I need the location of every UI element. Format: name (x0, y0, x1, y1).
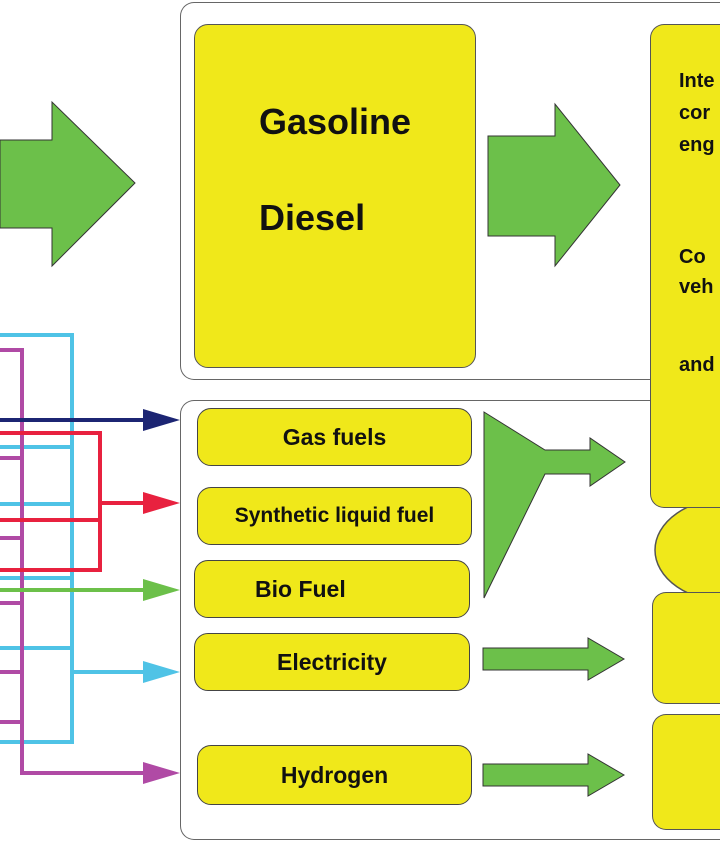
fuel-bio-fuel: Bio Fuel (194, 560, 470, 618)
fuel-synthetic-liquid: Synthetic liquid fuel (197, 487, 472, 545)
big-arrow-icon (0, 100, 136, 268)
fuel-gasoline: Gasoline (259, 101, 412, 142)
navy-arrowhead-icon (143, 409, 180, 431)
electric-vehicle-box (652, 592, 720, 704)
vehicle-text-line: Inte (679, 70, 715, 92)
vehicle-text-line: eng (679, 134, 715, 156)
vehicle-text-line: Co (679, 246, 706, 268)
hydrogen-vehicle-box (652, 714, 720, 830)
vehicle-text-line: veh (679, 276, 714, 298)
fuel-diesel: Diesel (259, 197, 366, 238)
vehicle-box: Inte cor eng Co veh and (650, 24, 720, 508)
conventional-fuels-box: Gasoline Diesel (194, 24, 476, 368)
fuel-hydrogen: Hydrogen (197, 745, 472, 805)
fuel-gas-fuels: Gas fuels (197, 408, 472, 466)
vehicle-text-line: and (679, 354, 715, 376)
arrow-icon (482, 753, 625, 797)
fuel-electricity: Electricity (194, 633, 470, 691)
arrow-icon (482, 637, 625, 681)
arrow-icon (487, 102, 621, 268)
vehicle-text-line: cor (679, 102, 711, 124)
green-arrowhead-icon (143, 579, 180, 601)
red-arrowhead-icon (143, 492, 180, 514)
cyan-arrowhead-icon (143, 661, 180, 683)
purple-arrowhead-icon (143, 762, 180, 784)
merge-arrow-icon (483, 411, 626, 599)
